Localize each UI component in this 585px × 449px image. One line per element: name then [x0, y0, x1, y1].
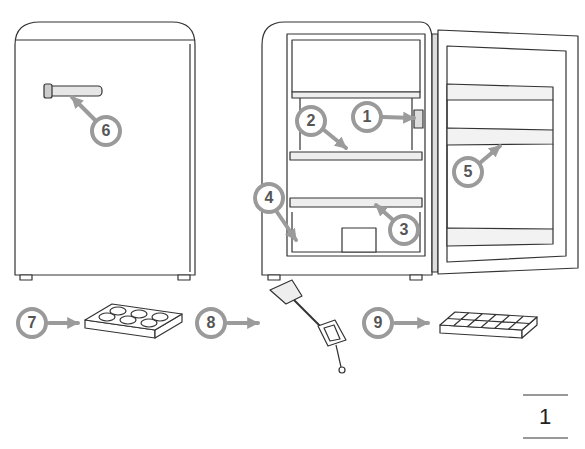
- callout-number: 3: [400, 222, 409, 238]
- ice-tray: [440, 312, 537, 330]
- callout-circle: 6: [90, 115, 122, 147]
- door-shelf: [447, 228, 553, 246]
- top-band: [15, 39, 195, 40]
- crisper: [292, 212, 420, 252]
- leader-arrow: [49, 321, 78, 325]
- scraper-grip: [318, 320, 346, 346]
- callout-number: 1: [363, 109, 372, 125]
- leader-arrow: [383, 117, 414, 118]
- freezer-door: [292, 92, 420, 98]
- door-shelf: [447, 84, 553, 100]
- side-edge: [189, 44, 190, 272]
- callout-circle: 8: [195, 307, 227, 339]
- scraper-grip-hole: [324, 325, 340, 341]
- leader-arrow: [395, 321, 428, 325]
- scraper-ring: [339, 367, 345, 373]
- hinge-gasket: [432, 34, 438, 272]
- callout-circle: 7: [16, 307, 48, 339]
- door-inner-panel: [447, 46, 566, 262]
- foot: [268, 275, 280, 280]
- egg-cup: [131, 310, 147, 318]
- callout-number: 7: [28, 315, 37, 331]
- callout-circle: 4: [253, 182, 285, 214]
- egg-cup: [110, 307, 126, 315]
- leader-arrow: [324, 130, 346, 148]
- callout-circle: 3: [388, 214, 420, 246]
- open-door: [438, 30, 578, 274]
- callout-number: 9: [374, 315, 383, 331]
- page-number: 1: [539, 406, 551, 428]
- door-handle: [48, 86, 102, 96]
- ice-tray-cells: [448, 313, 530, 329]
- foot: [410, 275, 422, 280]
- foot: [178, 275, 190, 280]
- leader-arrow: [277, 212, 296, 240]
- callout-circle: 5: [452, 156, 484, 188]
- leader-arrow: [228, 321, 258, 325]
- door-rail: [447, 100, 553, 229]
- egg-cup: [152, 313, 168, 321]
- leader-arrow: [72, 97, 95, 120]
- callout-circle: 1: [351, 101, 383, 133]
- leader-arrow: [481, 146, 500, 162]
- fridge-body: [262, 22, 432, 275]
- freezer-compartment: [292, 40, 420, 92]
- callout-circle: 2: [295, 105, 327, 137]
- callout-number: 8: [207, 315, 216, 331]
- fridge-closed: [15, 22, 195, 275]
- scraper-shaft: [294, 300, 322, 328]
- egg-tray: [85, 304, 182, 330]
- drip-tray: [290, 152, 422, 160]
- foot: [20, 275, 32, 280]
- crisper-handle: [342, 228, 376, 252]
- page-rule: [523, 438, 568, 439]
- handle-end: [44, 84, 52, 98]
- callout-number: 5: [464, 164, 473, 180]
- glass-shelf: [290, 198, 422, 207]
- page-rule: [523, 395, 568, 396]
- door-shelf: [447, 128, 553, 145]
- callout-number: 2: [307, 113, 316, 129]
- callout-number: 6: [102, 123, 111, 139]
- callout-circle: 9: [362, 307, 394, 339]
- inner-cabinet: [287, 34, 425, 256]
- scraper-blade: [270, 280, 302, 304]
- callout-number: 4: [265, 190, 274, 206]
- leader-arrow: [376, 205, 392, 219]
- scraper-string: [336, 345, 341, 367]
